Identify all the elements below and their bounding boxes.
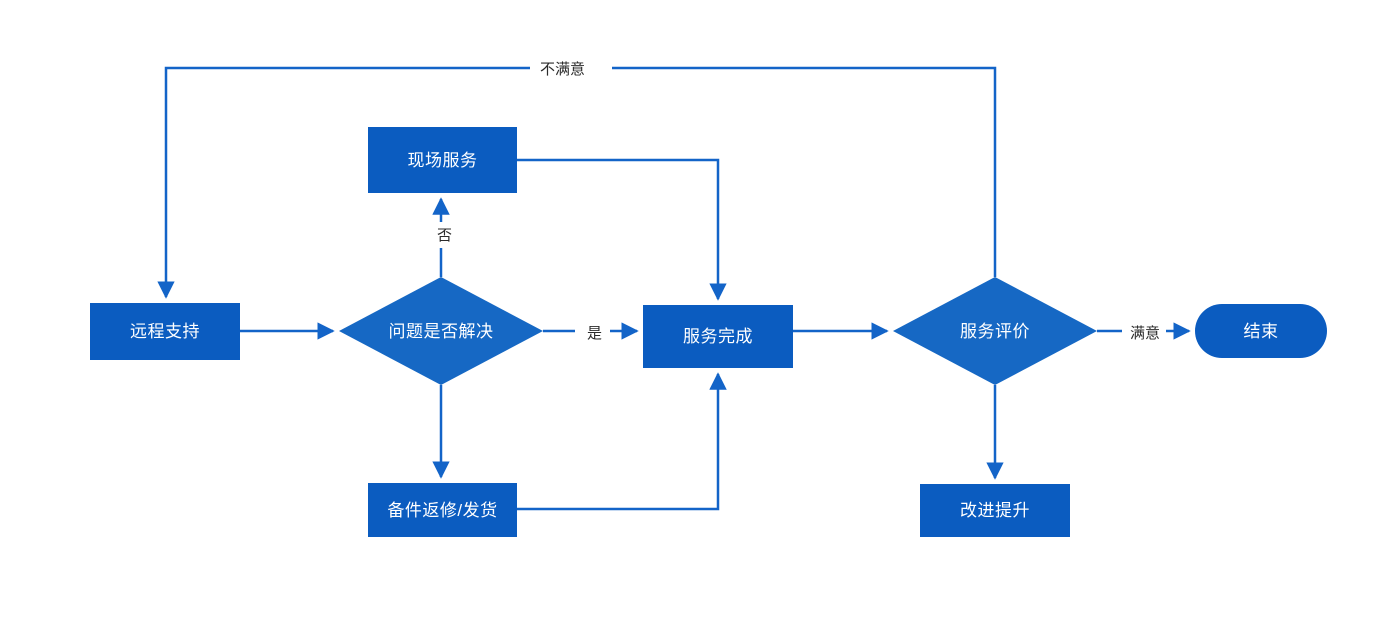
edge-label-no: 否	[431, 226, 459, 245]
node-service-review[interactable]: 服务评价	[893, 277, 1097, 385]
node-service-done[interactable]: 服务完成	[643, 305, 793, 368]
node-parts-repair[interactable]: 备件返修/发货	[368, 483, 517, 537]
node-remote-support[interactable]: 远程支持	[90, 303, 240, 360]
edge-parts-repair-to-service-done	[517, 372, 727, 511]
diamond-shape-icon	[339, 277, 543, 385]
node-end[interactable]: 结束	[1195, 304, 1327, 358]
edge-label-yes: 是	[581, 324, 609, 343]
diamond-shape-icon	[893, 277, 1097, 385]
node-parts-repair-label: 备件返修/发货	[387, 500, 498, 520]
edge-onsite-service-to-service-done	[517, 158, 727, 301]
edge-label-satisfied: 满意	[1124, 324, 1167, 343]
edge-label-dissatisfied: 不满意	[534, 60, 592, 79]
node-improvement-label: 改进提升	[960, 501, 1030, 520]
node-onsite-service-label: 现场服务	[407, 150, 478, 170]
node-onsite-service[interactable]: 现场服务	[368, 127, 517, 193]
edge-review-to-remote-support	[157, 66, 997, 299]
node-issue-resolved[interactable]: 问题是否解决	[339, 277, 543, 385]
node-end-label: 结束	[1243, 321, 1279, 341]
node-improvement[interactable]: 改进提升	[920, 484, 1070, 537]
node-remote-support-label: 远程支持	[130, 322, 200, 341]
node-service-done-label: 服务完成	[683, 327, 753, 346]
